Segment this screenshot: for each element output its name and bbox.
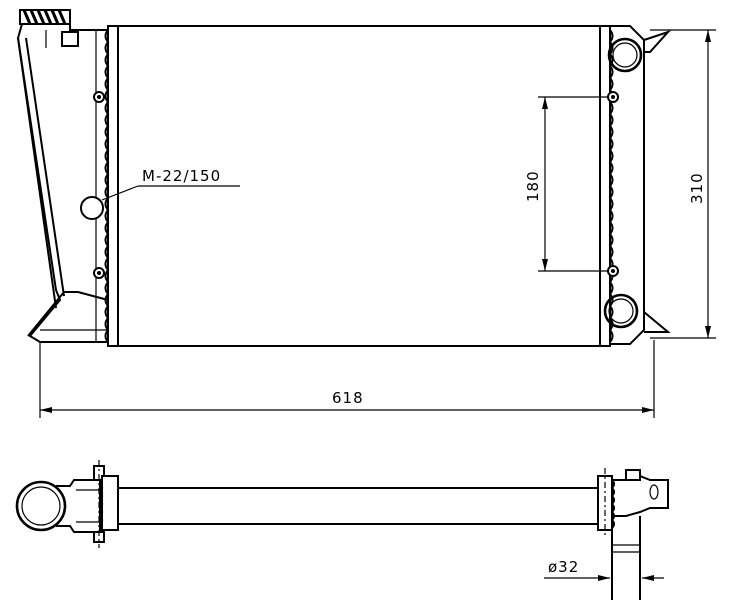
pipe-diameter-label: ø32 — [548, 558, 579, 576]
dimension-lines: 180 310 618 — [39, 29, 716, 418]
height-dimension: 310 — [688, 172, 706, 204]
left-tank — [16, 9, 109, 343]
right-header-plate — [599, 25, 614, 347]
core-side — [117, 487, 599, 525]
radiator-core — [117, 25, 601, 347]
drain-plug-icon — [80, 196, 104, 220]
inlet-pipe-icon — [607, 37, 643, 73]
left-pipe-end-icon — [15, 480, 67, 532]
bracket-spacing-dimension: 180 — [524, 170, 542, 202]
right-tank — [603, 25, 672, 345]
front-view: M-22/150 — [16, 9, 672, 347]
outlet-pipe-icon — [603, 293, 639, 329]
thread-label: M-22/150 — [142, 167, 221, 185]
width-dimension: 618 — [332, 389, 364, 407]
pipe-diameter-dimension: ø32 — [544, 558, 664, 581]
thread-callout: M-22/150 — [101, 167, 240, 201]
top-view — [15, 460, 669, 600]
left-header-plate — [104, 25, 119, 347]
